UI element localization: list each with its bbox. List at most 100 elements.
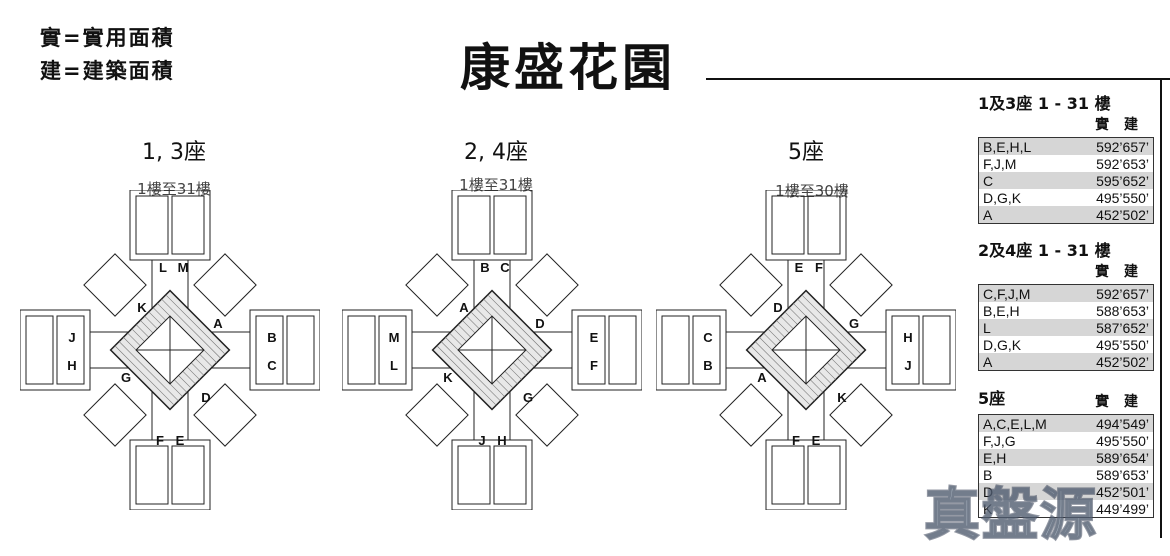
area-values: 587’652’ xyxy=(1061,319,1154,336)
flat-label-se: D xyxy=(201,390,210,405)
flat-label-n2: F xyxy=(815,260,823,275)
area-values: 494’549’ xyxy=(1073,414,1154,432)
flat-label-s1: E xyxy=(176,433,185,448)
table-row: F,J,M 592’653’ xyxy=(979,155,1154,172)
watermark: 真盤源 xyxy=(923,482,1098,549)
area-values: 592’657’ xyxy=(1062,137,1154,155)
area-table-columns: 實 建 xyxy=(1095,264,1138,280)
flat-label-ne: D xyxy=(535,316,544,331)
block-1-3-label: 1, 3座 xyxy=(142,140,206,165)
area-values: 592’657’ xyxy=(1061,284,1154,302)
flat-list: F,J,G xyxy=(983,432,1016,449)
flat-label-s2: F xyxy=(792,433,800,448)
flat-label-n1: L xyxy=(159,260,167,275)
area-table-columns: 實 建 xyxy=(1095,394,1138,410)
title-rule xyxy=(706,78,1170,80)
flat-label-se: G xyxy=(523,390,533,405)
area-table-title: 2及4座 1 - 31 樓 xyxy=(978,241,1111,260)
flat-label-sw: G xyxy=(121,370,131,385)
flat-label-w2: C xyxy=(703,330,713,345)
page-title: 康盛花園 xyxy=(460,39,676,97)
area-values: 495’550’ xyxy=(1096,336,1149,353)
table-row: K 449’499’ xyxy=(979,500,1154,518)
flat-label-s1: E xyxy=(812,433,821,448)
area-values: 452’502’ xyxy=(1062,206,1154,224)
block-2-4-label: 2, 4座 xyxy=(464,140,528,165)
flat-list: E,H xyxy=(978,449,1074,466)
area-values: 495’550’ xyxy=(1096,432,1149,449)
flat-list: D,G,K xyxy=(983,189,1022,206)
flat-label-e1: B xyxy=(267,330,276,345)
flat-label-se: K xyxy=(837,390,847,405)
area-values: 588’653’ xyxy=(1096,302,1149,319)
flat-label-e2: F xyxy=(590,358,598,373)
flat-list: K xyxy=(983,500,993,517)
area-values: 595’652’ xyxy=(1062,172,1154,189)
legend-line-1: 實=實用面積 xyxy=(40,26,175,50)
area-values: 589’654’ xyxy=(1073,449,1154,466)
area-values: 592’653’ xyxy=(1096,155,1149,172)
flat-label-nw: A xyxy=(459,300,469,315)
block-1-3-floors: 1樓至31樓 xyxy=(137,180,211,198)
flat-label-e2: C xyxy=(267,358,277,373)
flat-label-nw: D xyxy=(773,300,782,315)
block-5-label: 5座 xyxy=(788,140,824,165)
area-table-title: 1及3座 1 - 31 樓 xyxy=(978,94,1111,113)
flat-label-n2: M xyxy=(178,260,189,275)
flat-list: A xyxy=(978,206,1063,224)
flat-label-s2: J xyxy=(478,433,485,448)
table-row: D,G,K 495’550’ xyxy=(979,189,1154,206)
flat-label-e1: E xyxy=(590,330,599,345)
area-table-columns: 實 建 xyxy=(1095,117,1138,133)
flat-list: A xyxy=(978,353,1062,371)
flat-list: F,J,M xyxy=(983,155,1017,172)
flat-label-s2: F xyxy=(156,433,164,448)
flat-list: D xyxy=(978,483,1074,500)
flat-label-w2: J xyxy=(68,330,75,345)
flat-label-sw: K xyxy=(443,370,453,385)
flat-list: B,E,H,L xyxy=(978,137,1063,155)
flat-label-nw: K xyxy=(137,300,147,315)
flat-label-n2: C xyxy=(500,260,510,275)
side-rule xyxy=(1160,78,1162,538)
area-values: 452’501’ xyxy=(1073,483,1154,500)
flat-label-w1: L xyxy=(390,358,398,373)
flat-list: L xyxy=(978,319,1062,336)
flat-label-n1: E xyxy=(795,260,804,275)
flat-label-sw: A xyxy=(757,370,767,385)
flat-label-ne: A xyxy=(213,316,223,331)
legend-line-2: 建=建築面積 xyxy=(40,59,175,83)
area-values: 449’499’ xyxy=(1096,500,1149,517)
flat-list: A,C,E,L,M xyxy=(978,414,1074,432)
flat-label-w1: H xyxy=(67,358,76,373)
flat-list: C,F,J,M xyxy=(978,284,1062,302)
flat-list: B xyxy=(983,466,993,483)
area-values: 452’502’ xyxy=(1061,353,1154,371)
flat-label-n1: B xyxy=(480,260,489,275)
flat-list: C xyxy=(978,172,1063,189)
flat-label-w1: B xyxy=(703,358,712,373)
area-values: 495’550’ xyxy=(1096,189,1149,206)
area-table-title: 5座 xyxy=(978,389,1006,408)
flat-label-s1: H xyxy=(497,433,506,448)
flat-label-e2: J xyxy=(904,358,911,373)
